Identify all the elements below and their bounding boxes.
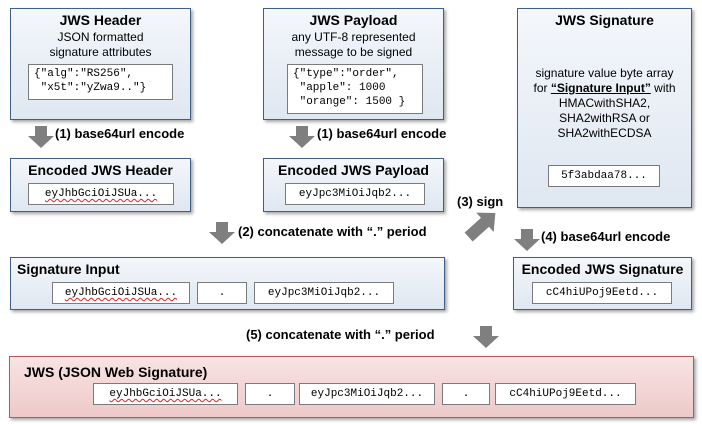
encoded-payload-value: eyJpc3MiOiJqb2... [285, 183, 425, 205]
encoded-signature-value: cC4hiUPoj9Eetd... [532, 282, 672, 304]
jws-payload-box: JWS Payload any UTF-8 represented messag… [263, 8, 444, 120]
signature-input-payload: eyJpc3MiOiJqb2... [254, 282, 394, 304]
jws-signature-desc: signature value byte array for “Signatur… [518, 66, 691, 141]
sign-arrow-icon [464, 212, 496, 242]
step-1-header-label: (1) base64url encode [55, 126, 185, 141]
encoded-header-value: eyJhbGciOiJSUa... [28, 183, 174, 205]
jws-payload-json-line: "apple": 1000 [293, 82, 386, 94]
jws-signature-desc-line: HMACwithSHA2, [558, 96, 651, 110]
encoded-payload-box: Encoded JWS Payload eyJpc3MiOiJqb2... [263, 158, 444, 212]
jws-header-box: JWS Header JSON formatted signature attr… [10, 8, 191, 120]
jws-signature-segment: cC4hiUPoj9Eetd... [495, 383, 636, 405]
jws-header-json-line: {"alg":"RS256", [34, 68, 134, 80]
signature-input-header: eyJhbGciOiJSUa... [52, 282, 190, 304]
signature-input-box: Signature Input eyJhbGciOiJSUa... . eyJp… [10, 257, 445, 310]
jws-payload-desc-line: message to be signed [294, 45, 413, 59]
jws-signature-desc-line: signature value byte array [535, 66, 674, 80]
arrow-down-icon [473, 326, 499, 348]
jws-payload-desc-line: any UTF-8 represented [291, 30, 416, 44]
encoded-header-box: Encoded JWS Header eyJhbGciOiJSUa... [10, 158, 191, 212]
jws-header-json: {"alg":"RS256", "x5t":"yZwa9.."} [28, 64, 173, 100]
jws-signature-desc-line: SHA2withRSA or [559, 111, 650, 125]
jws-header-desc-line: signature attributes [49, 45, 152, 59]
jws-payload-json-line: "orange": 1500 } [293, 96, 406, 108]
step-5-label: (5) concatenate with “.” period [246, 327, 435, 342]
jws-signature-box: JWS Signature signature value byte array… [517, 8, 692, 208]
jws-signature-desc-with: with [650, 81, 676, 95]
jws-header-desc: JSON formatted signature attributes [11, 30, 190, 60]
signature-input-reference: “Signature Input” [550, 81, 651, 95]
signature-input-title: Signature Input [17, 261, 120, 277]
step-2-label: (2) concatenate with “.” period [238, 224, 427, 239]
jws-dot-1: . [245, 383, 295, 405]
encoded-payload-title: Encoded JWS Payload [278, 162, 429, 178]
jws-signature-value: 5f3abdaa78... [548, 165, 660, 187]
jws-box: JWS (JSON Web Signature) eyJhbGciOiJSUa.… [9, 356, 694, 418]
step-4-label: (4) base64url encode [541, 229, 671, 244]
arrow-down-icon [514, 229, 540, 251]
arrow-down-icon [28, 126, 54, 148]
jws-dot-2: . [442, 383, 490, 405]
arrow-down-icon [289, 126, 315, 148]
jws-signature-desc-for: for [533, 81, 551, 95]
jws-payload-json-line: {"type":"order", [293, 68, 399, 80]
step-3-label: (3) sign [457, 194, 504, 209]
step-1-payload-label: (1) base64url encode [317, 126, 447, 141]
jws-payload-desc: any UTF-8 represented message to be sign… [264, 30, 443, 60]
jws-payload-json: {"type":"order", "apple": 1000 "orange":… [287, 64, 423, 114]
jws-payload-title: JWS Payload [309, 12, 398, 28]
jws-header-title: JWS Header [59, 12, 142, 28]
jws-header-desc-line: JSON formatted [57, 30, 144, 44]
jws-signature-desc-line: for “Signature Input” with [518, 81, 691, 96]
jws-signature-desc-line: SHA2withECDSA [557, 126, 652, 140]
jws-header-json-line: "x5t":"yZwa9.."} [34, 82, 147, 94]
arrow-down-icon [209, 222, 235, 244]
jws-signature-title: JWS Signature [555, 12, 654, 28]
jws-payload-segment: eyJpc3MiOiJqb2... [299, 383, 435, 405]
jws-header-segment: eyJhbGciOiJSUa... [93, 383, 238, 405]
jws-title: JWS (JSON Web Signature) [24, 364, 208, 380]
encoded-signature-title: Encoded JWS Signature [521, 261, 684, 277]
encoded-signature-box: Encoded JWS Signature cC4hiUPoj9Eetd... [513, 257, 692, 310]
signature-input-dot: . [197, 282, 247, 304]
encoded-header-title: Encoded JWS Header [28, 162, 173, 178]
